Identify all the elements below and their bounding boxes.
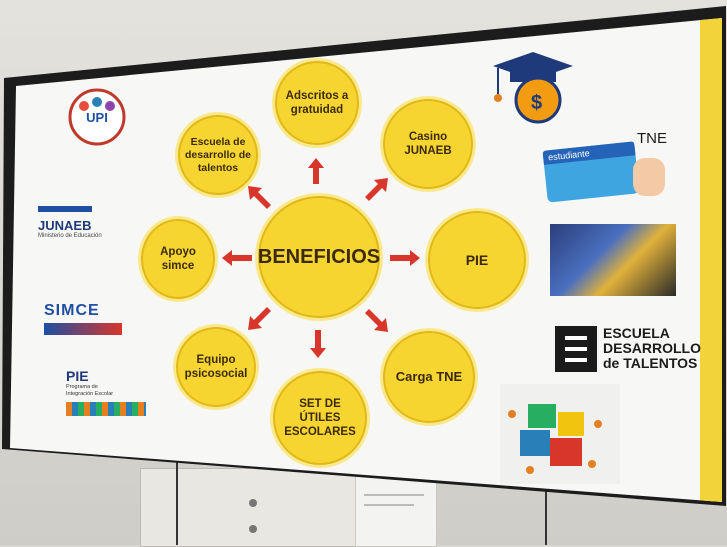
benefit-talentos: Escuela de desarrollo de talentos <box>175 112 261 198</box>
pie-logo: PIE Programa de Integración Escolar <box>66 368 146 428</box>
arrow-right <box>390 250 420 266</box>
arrow-down <box>310 330 326 358</box>
cable <box>176 460 178 545</box>
upi-emblem-icon <box>68 88 126 146</box>
tv-screen-wrapper: BENEFICIOS Adscritos a gratuidad Casino … <box>2 6 726 506</box>
benefit-pie: PIE <box>425 208 529 312</box>
benefit-utiles: SET DE ÚTILES ESCOLARES <box>270 368 370 468</box>
benefit-casino: Casino JUNAEB <box>380 96 476 192</box>
yellow-strip <box>700 18 722 502</box>
arrow-up-right <box>365 178 388 201</box>
center-circle: BENEFICIOS <box>255 193 383 321</box>
hand-shape <box>633 158 665 196</box>
slide-screen: BENEFICIOS Adscritos a gratuidad Casino … <box>10 18 722 502</box>
arrow-up-left <box>248 186 271 209</box>
benefit-psicosocial: Equipo psicosocial <box>173 324 259 410</box>
junaeb-stripe <box>38 206 92 212</box>
tne-card-image: TNE estudiante <box>542 130 675 203</box>
graduation-coin-image: $ <box>488 48 578 128</box>
cabinet <box>140 468 372 547</box>
upi-logo: UPI <box>68 88 126 146</box>
junaeb-logo: JUNAEB Ministerio de Educación <box>38 206 130 246</box>
arrow-down-left <box>248 307 271 330</box>
arrow-down-right <box>365 309 388 332</box>
benefit-simce: Apoyo simce <box>138 216 218 302</box>
arrow-up <box>308 158 324 184</box>
arrow-left <box>222 250 252 266</box>
escuela-mark-icon <box>555 326 597 372</box>
pie-children-figures <box>66 402 146 416</box>
simce-figures <box>44 323 122 335</box>
student-card: estudiante <box>542 141 640 203</box>
classroom-photo <box>550 224 676 296</box>
simce-logo: SIMCE <box>44 302 122 342</box>
graduation-cap-icon <box>493 52 573 124</box>
puzzle-pieces-icon <box>508 404 602 474</box>
coin-dollar-icon: $ <box>531 92 543 114</box>
cable <box>545 485 547 545</box>
cabinet-knob <box>249 499 257 507</box>
cabinet-knob <box>249 525 257 533</box>
benefit-tne: Carga TNE <box>380 328 478 426</box>
center-label: BENEFICIOS <box>257 246 381 268</box>
benefit-gratuidad: Adscritos a gratuidad <box>272 58 362 148</box>
puzzle-teamwork-image <box>500 384 620 484</box>
escuela-talentos-logo: ESCUELA DESARROLLO de TALENTOS <box>555 326 701 382</box>
